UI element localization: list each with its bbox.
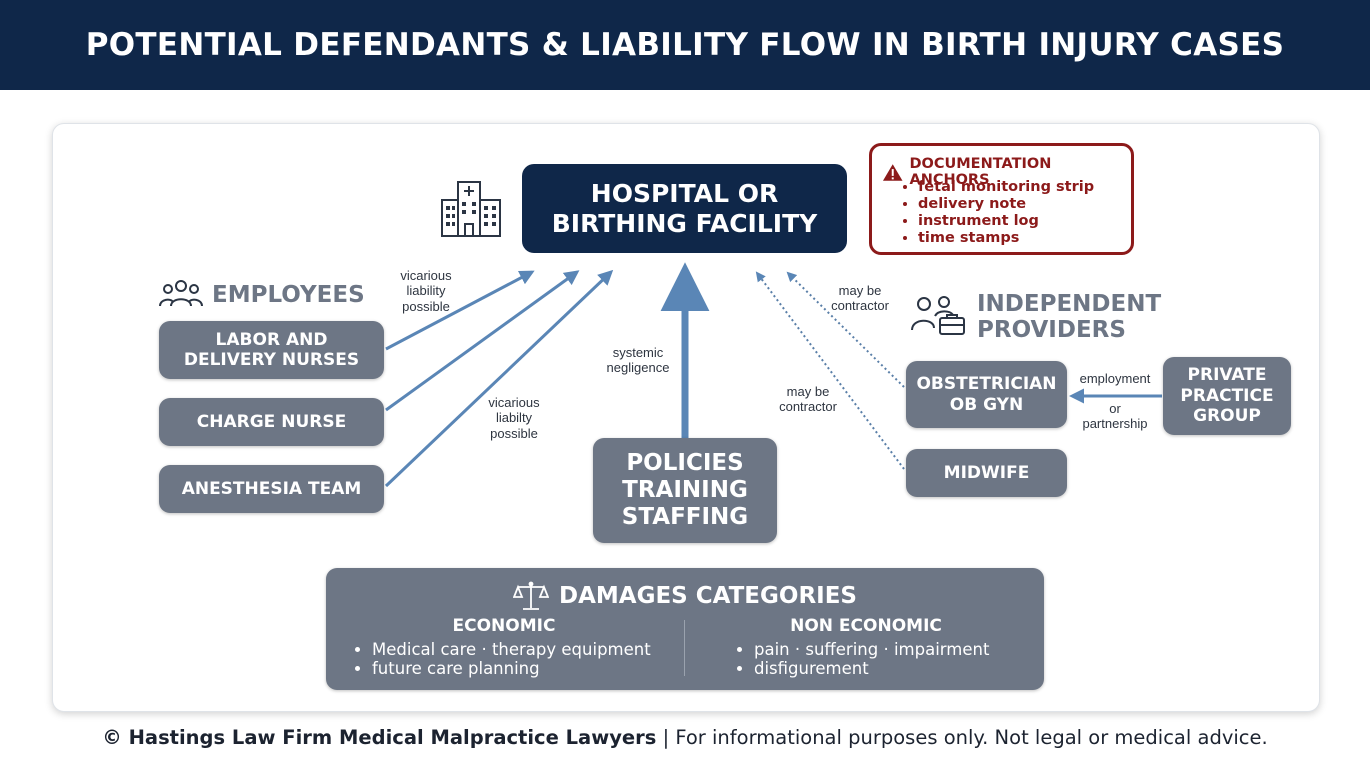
damages-title-text: DAMAGES CATEGORIES <box>558 583 857 609</box>
employee-charge-nurse: CHARGE NURSE <box>159 398 384 446</box>
damages-non-economic-column: NON ECONOMIC pain · suffering · impairme… <box>736 616 1036 678</box>
policies-training-staffing-box: POLICIES TRAINING STAFFING <box>593 438 777 543</box>
documentation-list: fetal monitoring strip delivery note ins… <box>902 179 1094 247</box>
hospital-label-line2: BIRTHING FACILITY <box>551 208 818 238</box>
midwife-label: MIDWIFE <box>943 462 1030 483</box>
page-title: POTENTIAL DEFENDANTS & LIABILITY FLOW IN… <box>85 27 1285 63</box>
private-practice-group-box: PRIVATE PRACTICE GROUP <box>1163 357 1291 435</box>
damages-categories-box: DAMAGES CATEGORIES ECONOMIC Medical care… <box>326 568 1044 690</box>
note-employment: employment <box>1070 371 1160 386</box>
damages-economic-heading: ECONOMIC <box>452 616 556 636</box>
group-line: PRACTICE <box>1180 385 1274 406</box>
people-group-icon <box>159 280 203 307</box>
scales-icon <box>512 581 549 610</box>
note-may-be-contractor-top: may be contractor <box>822 283 898 314</box>
note-line: contractor <box>779 399 837 415</box>
employees-title: EMPLOYEES <box>212 282 365 308</box>
note-line: partnership <box>1082 416 1148 432</box>
footer-disclaimer-text: | For informational purposes only. Not l… <box>656 726 1268 749</box>
footer-firm-name: © Hastings Law Firm Medical Malpractice … <box>102 726 657 749</box>
note-line: possible <box>402 298 450 314</box>
documentation-title-text: DOCUMENTATION ANCHORS <box>909 156 1052 188</box>
policies-line: POLICIES <box>626 450 744 477</box>
header-bar: POTENTIAL DEFENDANTS & LIABILITY FLOW IN… <box>0 0 1370 90</box>
damages-item: disfigurement <box>754 659 1036 678</box>
documentation-anchors-box: DOCUMENTATION ANCHORS fetal monitoring s… <box>869 143 1134 255</box>
hospital-building-icon <box>441 181 501 237</box>
note-or-partnership: or partnership <box>1070 401 1160 432</box>
note-line: may be <box>838 283 882 298</box>
note-line: systemic <box>612 345 664 360</box>
note-line: vicarious <box>488 395 540 410</box>
damages-non-economic-list: pain · suffering · impairment disfigurem… <box>736 640 1036 678</box>
damages-divider <box>684 620 685 676</box>
policies-line: TRAINING <box>622 477 748 504</box>
documentation-item: fetal monitoring strip <box>918 179 1094 196</box>
policies-line: STAFFING <box>621 503 749 530</box>
employee-label: ANESTHESIA TEAM <box>181 478 362 499</box>
damages-item: future care planning <box>372 659 674 678</box>
note-line: or <box>1109 401 1121 416</box>
note-line: employment <box>1079 371 1151 386</box>
note-vicarious-liability-top: vicarious liability possible <box>392 268 460 314</box>
employee-label: DELIVERY NURSES <box>183 350 360 370</box>
warning-triangle-icon <box>882 163 903 181</box>
damages-non-economic-heading: NON ECONOMIC <box>790 616 942 636</box>
damages-economic-list: Medical care · therapy equipment future … <box>354 640 674 678</box>
note-may-be-contractor-mid: may be contractor <box>770 384 846 415</box>
group-line: GROUP <box>1193 406 1261 427</box>
independent-providers-title: INDEPENDENT PROVIDERS <box>977 291 1161 344</box>
documentation-item: instrument log <box>918 213 1094 230</box>
note-line: possible <box>490 425 538 441</box>
employee-labor-delivery-nurses: LABOR AND DELIVERY NURSES <box>159 321 384 379</box>
note-line: contractor <box>831 298 889 314</box>
note-line: negligence <box>606 360 670 376</box>
hospital-label-line1: HOSPITAL OR <box>590 179 779 208</box>
hospital-box: HOSPITAL OR BIRTHING FACILITY <box>522 164 847 253</box>
documentation-item: time stamps <box>918 230 1094 247</box>
damages-item: pain · suffering · impairment <box>754 640 1036 659</box>
obgyn-line: OBSTETRICIAN <box>916 374 1057 395</box>
employee-label: LABOR AND <box>215 329 328 350</box>
note-line: liabilty <box>495 410 533 426</box>
note-systemic-negligence: systemic negligence <box>598 345 678 376</box>
damages-economic-column: ECONOMIC Medical care · therapy equipmen… <box>354 616 674 678</box>
documentation-item: delivery note <box>918 196 1094 213</box>
footer-disclaimer: © Hastings Law Firm Medical Malpractice … <box>0 726 1370 749</box>
note-vicarious-liability-bottom: vicarious liabilty possible <box>480 395 548 441</box>
independent-title-line: PROVIDERS <box>977 317 1126 344</box>
note-line: vicarious <box>400 268 452 283</box>
documentation-title: DOCUMENTATION ANCHORS <box>882 156 1131 188</box>
midwife-box: MIDWIFE <box>906 449 1067 497</box>
note-line: may be <box>786 384 830 399</box>
damages-item: Medical care · therapy equipment <box>372 640 674 659</box>
providers-briefcase-icon <box>911 296 965 335</box>
damages-title: DAMAGES CATEGORIES <box>326 580 1044 612</box>
group-line: PRIVATE <box>1187 365 1267 386</box>
employee-label: CHARGE NURSE <box>196 411 347 432</box>
employee-anesthesia-team: ANESTHESIA TEAM <box>159 465 384 513</box>
obstetrician-ob-gyn-box: OBSTETRICIAN OB GYN <box>906 361 1067 428</box>
independent-title-line: INDEPENDENT <box>977 291 1162 317</box>
obgyn-line: OB GYN <box>949 394 1024 415</box>
note-line: liability <box>406 283 446 299</box>
